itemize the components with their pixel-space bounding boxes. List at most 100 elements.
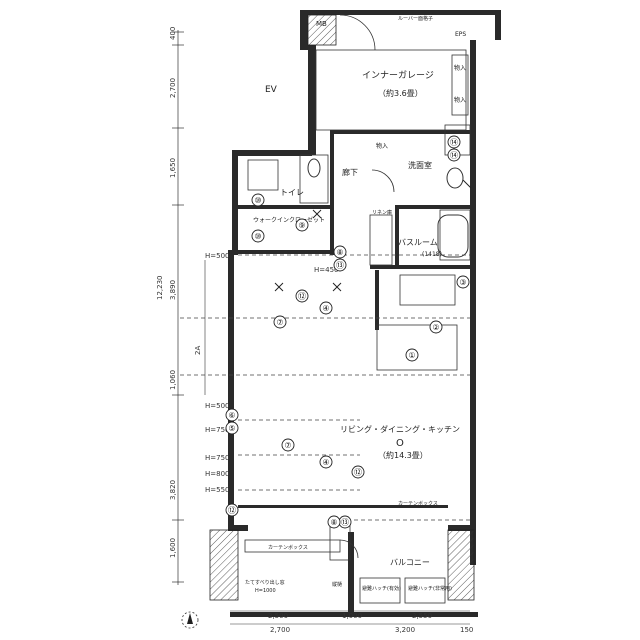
label-vertical-drain: 縦樋 bbox=[332, 581, 342, 588]
callout-circle bbox=[405, 348, 419, 362]
label-bathroom: バスルーム bbox=[398, 238, 438, 247]
dim-inner-1: H=450 bbox=[314, 266, 339, 274]
label-louver: ルーバー面格子 bbox=[398, 15, 433, 22]
label-window-note: たてすべり出し窓 bbox=[245, 579, 285, 586]
dim-bottom-2-1: 3,200 bbox=[395, 626, 415, 634]
callout-number: ⑨ bbox=[298, 221, 305, 230]
callout-number: ⑫ bbox=[354, 468, 362, 477]
callout-circle bbox=[251, 229, 265, 243]
callout-number: ③ bbox=[459, 278, 466, 287]
callout-circle bbox=[295, 289, 309, 303]
label-eps: EPS bbox=[455, 31, 466, 38]
callout-number: ⑭ bbox=[450, 138, 458, 147]
dim-left-7: 3,820 bbox=[169, 480, 177, 500]
label-inner-garage-area: （約3.6畳） bbox=[378, 88, 423, 98]
callout-number: ① bbox=[408, 351, 415, 360]
wash-basin bbox=[446, 167, 464, 189]
label-o-mark: O bbox=[396, 438, 404, 449]
label-balcony: バルコニー bbox=[390, 558, 430, 567]
dim-inner-3: H=750 bbox=[205, 426, 230, 434]
dim-left-5: 2A bbox=[194, 346, 202, 355]
dim-inner-4: H=750 bbox=[205, 454, 230, 462]
dim-left-8: 1,600 bbox=[169, 538, 177, 558]
callout-circle bbox=[251, 193, 265, 207]
light-fixtures bbox=[274, 179, 472, 292]
label-storage-1: 物入 bbox=[454, 64, 466, 72]
callout-number: ⑩ bbox=[254, 232, 261, 241]
callout-number: ⑫ bbox=[298, 292, 306, 301]
dim-inner-5: H=800 bbox=[205, 470, 230, 478]
callout-number: ④ bbox=[322, 458, 329, 467]
dim-left-2: 1,650 bbox=[169, 158, 177, 178]
label-curtain-box-1: カーテンボックス bbox=[398, 500, 438, 507]
label-corridor: 廊下 bbox=[342, 167, 358, 177]
callout-number: ⑫ bbox=[228, 506, 236, 515]
dim-left-6: 1,060 bbox=[169, 370, 177, 390]
left-dimension-line bbox=[172, 30, 206, 585]
dim-bottom-2-0: 2,700 bbox=[270, 626, 290, 634]
label-evac-hatch: 避難ハッチ(有効) bbox=[362, 585, 401, 592]
label-toilet: トイレ bbox=[280, 188, 304, 197]
callout-number: ⑬ bbox=[341, 518, 349, 527]
callout-number: ② bbox=[432, 323, 439, 332]
callout-circle bbox=[351, 465, 365, 479]
label-mb: MB bbox=[316, 20, 327, 28]
callout-circle bbox=[447, 148, 461, 162]
callout-number: ⑧ bbox=[336, 248, 343, 257]
callout-number: ⑩ bbox=[254, 196, 261, 205]
callout-circle bbox=[319, 301, 333, 315]
callout-circle bbox=[225, 421, 239, 435]
mb-shaft bbox=[307, 14, 337, 46]
label-storage-2: 物入 bbox=[454, 96, 466, 104]
dim-inner-0: H=500 bbox=[205, 252, 230, 260]
callout-number: ⑬ bbox=[336, 261, 344, 270]
label-walk-in-closet: ウォークインクローゼット bbox=[253, 216, 325, 224]
dim-bottom-1-1: 1,000 bbox=[342, 612, 362, 620]
dashed-grid bbox=[180, 254, 470, 521]
balcony-wall-left bbox=[209, 529, 239, 601]
label-linen: リネン庫 bbox=[372, 209, 392, 216]
dim-left-3: 12,230 bbox=[156, 276, 164, 301]
label-ldk-area: （約14.3畳） bbox=[378, 450, 428, 460]
callout-circle bbox=[333, 258, 347, 272]
callout-number: ⑦ bbox=[276, 318, 283, 327]
callout-number: ⑥ bbox=[228, 411, 235, 420]
callout-number: ⑤ bbox=[228, 424, 235, 433]
dim-left-0: 400 bbox=[169, 27, 177, 40]
toilet-bowl bbox=[307, 158, 321, 178]
callout-circle bbox=[447, 135, 461, 149]
callout-circle bbox=[295, 218, 309, 232]
dim-left-4: 3,890 bbox=[169, 280, 177, 300]
outer-walls bbox=[228, 10, 501, 617]
callout-circle bbox=[327, 515, 341, 529]
interior-walls bbox=[238, 130, 470, 508]
bathtub bbox=[437, 214, 469, 258]
label-evac-hatch-2: 避難ハッチ(非常用) bbox=[408, 585, 452, 592]
label-ldk: リビング・ダイニング・キッチン bbox=[340, 424, 460, 434]
label-window-note-2: H=1000 bbox=[255, 588, 276, 594]
callout-circle bbox=[429, 320, 443, 334]
dim-bottom-1-0: 2,500 bbox=[268, 612, 288, 620]
callout-circle bbox=[319, 455, 333, 469]
callout-number: ⑧ bbox=[330, 518, 337, 527]
door-swings bbox=[339, 14, 395, 559]
label-ev: EV bbox=[265, 85, 278, 95]
callout-circle bbox=[456, 275, 470, 289]
label-curtain-box-2: カーテンボックス bbox=[268, 544, 308, 551]
label-storage-3: 物入 bbox=[376, 142, 388, 150]
callout-circle bbox=[225, 408, 239, 422]
north-arrow-icon bbox=[181, 611, 199, 629]
callout-circle bbox=[273, 315, 287, 329]
dim-bottom-2-2: 150 bbox=[460, 626, 473, 634]
dim-inner-2: H=500 bbox=[205, 402, 230, 410]
callout-circle bbox=[333, 245, 347, 259]
callout-circle bbox=[225, 503, 239, 517]
callout-number: ⑦ bbox=[284, 441, 291, 450]
label-washroom: 洗面室 bbox=[408, 160, 432, 170]
balcony-wall-right bbox=[447, 529, 475, 601]
callout-circle bbox=[281, 438, 295, 452]
dim-left-1: 2,700 bbox=[169, 78, 177, 98]
label-bathroom-size: (1418) bbox=[422, 251, 442, 258]
